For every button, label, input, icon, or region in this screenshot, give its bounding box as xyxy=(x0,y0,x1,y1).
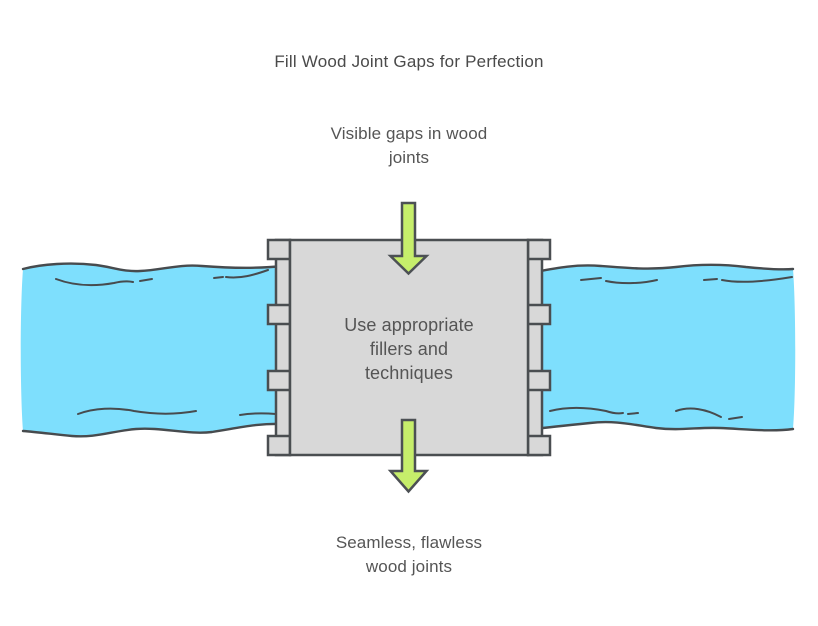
label-after-state: Seamless, flawless wood joints xyxy=(0,531,818,579)
label-process-line2: fillers and xyxy=(369,339,449,359)
wood-grain-right xyxy=(549,276,793,420)
clamp-tab xyxy=(266,434,292,457)
filler-block xyxy=(266,238,552,457)
wood-plank-right-top-edge xyxy=(533,263,795,274)
label-before-state: Visible gaps in wood joints xyxy=(0,122,818,170)
down-arrow-icon xyxy=(387,201,430,276)
wood-plank-left-bottom-edge xyxy=(21,422,285,438)
wood-plank-left-fill xyxy=(20,263,283,437)
label-process-line1: Use appropriate xyxy=(344,315,474,335)
wood-plank-right-bottom-edge xyxy=(533,420,795,432)
clamp-tab xyxy=(266,238,292,261)
wood-plank-right-fill xyxy=(535,264,796,431)
label-before-line2: joints xyxy=(388,148,430,167)
label-after-line2: wood joints xyxy=(365,557,453,576)
diagram-title: Fill Wood Joint Gaps for Perfection xyxy=(274,52,544,71)
label-process-line3: techniques xyxy=(364,363,454,383)
wood-plank-right xyxy=(533,263,796,432)
clamp-tab xyxy=(526,434,552,457)
clamp-tab xyxy=(526,238,552,261)
label-after-line1: Seamless, flawless xyxy=(335,533,483,552)
label-process-step: Use appropriate fillers and techniques xyxy=(0,313,818,385)
wood-grain-left xyxy=(55,269,277,416)
down-arrow-icon xyxy=(387,418,430,494)
label-before-line1: Visible gaps in wood xyxy=(330,124,488,143)
wood-plank-left xyxy=(20,262,285,438)
wood-plank-left-top-edge xyxy=(21,262,285,273)
